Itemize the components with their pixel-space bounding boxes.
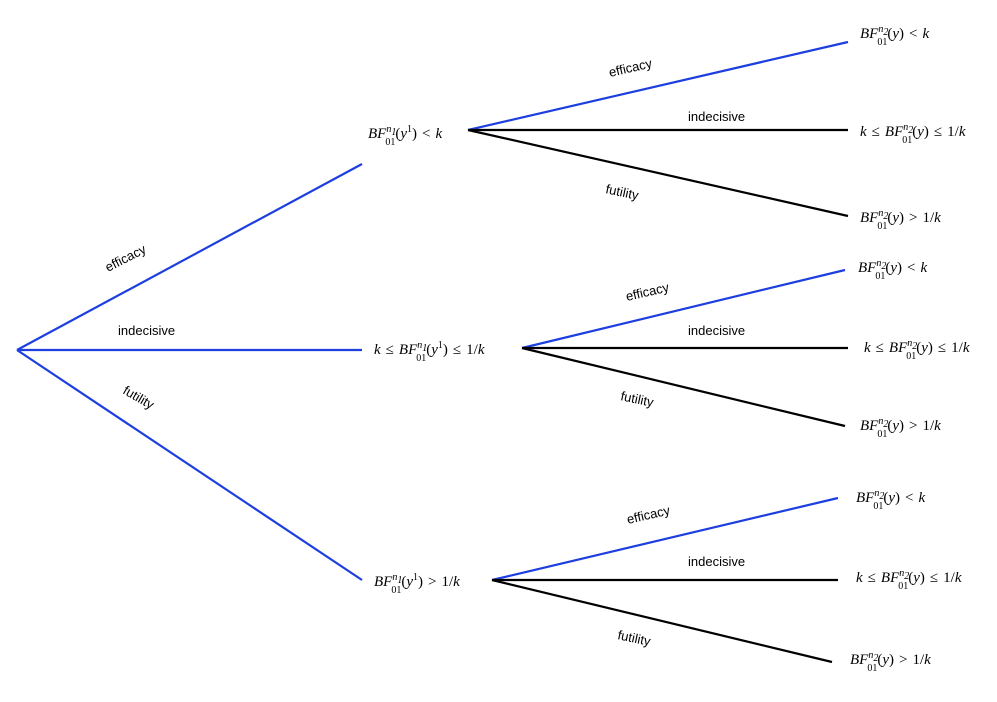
label-top-efficacy: efficacy <box>607 55 654 80</box>
branch-mid-futility <box>521 346 846 428</box>
label-bot-efficacy: efficacy <box>625 502 672 527</box>
branch-top-futility <box>467 128 849 218</box>
label-top-indecisive: indecisive <box>688 109 745 124</box>
label-mid-futility: futility <box>619 388 655 410</box>
branch-mid-efficacy <box>521 268 846 350</box>
label-mid-efficacy: efficacy <box>624 279 671 304</box>
label-mid-indecisive: indecisive <box>688 323 745 338</box>
label-top-futility: futility <box>604 181 640 203</box>
label-bot-futility: futility <box>616 627 652 649</box>
label-stage1-indecisive: indecisive <box>118 323 175 338</box>
branch-bot-futility <box>491 578 833 664</box>
branch-top-efficacy <box>467 40 849 132</box>
label-stage1-efficacy: efficacy <box>103 241 149 274</box>
branch-stage1-futility <box>16 349 363 581</box>
label-stage1-futility: futility <box>121 383 158 413</box>
branch-stage1-efficacy <box>16 163 363 351</box>
branch-bot-efficacy <box>491 496 839 582</box>
label-bot-indecisive: indecisive <box>688 554 745 569</box>
